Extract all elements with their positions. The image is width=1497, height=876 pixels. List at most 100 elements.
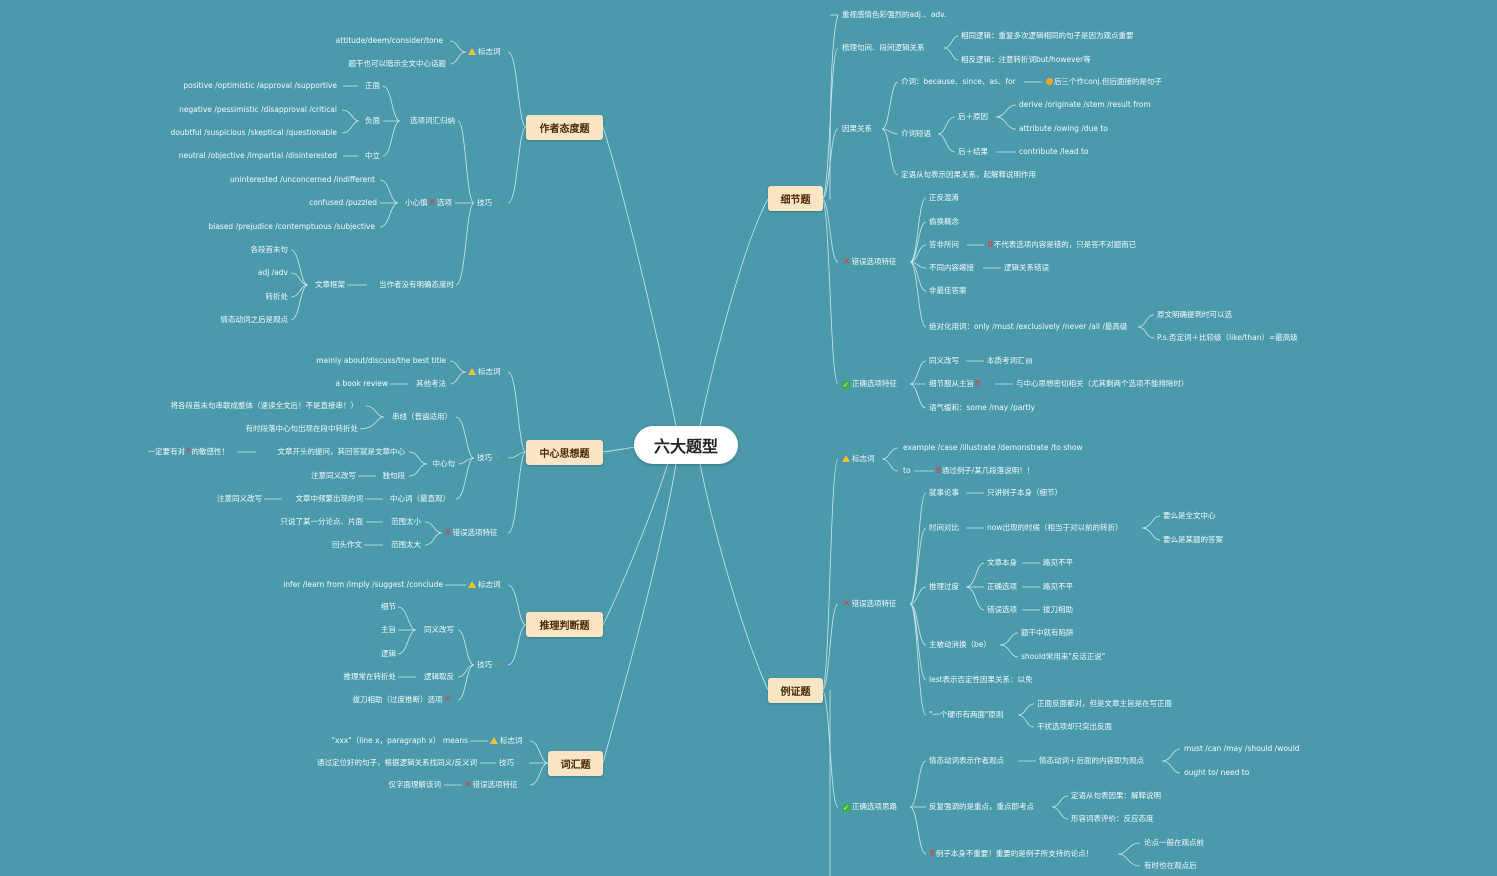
attitude-careful-words-1[interactable]: uninterested /unconcerned /indifferent (230, 175, 375, 184)
attitude-sign-node[interactable]: 标志词 (468, 47, 501, 57)
main-center-2-left[interactable]: 注意同义改写 (311, 471, 356, 480)
main-sign-node[interactable]: 标志词 (468, 367, 501, 377)
category-detail[interactable]: 细节题 (768, 186, 823, 211)
attitude-negative-words-2[interactable]: doubtful /suspicious /skeptical /questio… (170, 128, 337, 137)
example-repeat[interactable]: 反复强调的是重点，重点即考点 (929, 802, 1034, 811)
inference-sign-words[interactable]: infer /learn from /imply /suggest /concl… (283, 580, 443, 589)
example-over-item-2[interactable]: 正确选项 (987, 582, 1017, 591)
example-over[interactable]: 推理过度 (929, 582, 959, 591)
inference-turn-left[interactable]: 推理常在转折处 (343, 672, 397, 681)
detail-wrong-node[interactable]: ✕错误选项特征 (842, 257, 897, 267)
example-time-item-1[interactable]: 要么是全文中心 (1163, 511, 1216, 520)
vocab-skill-node[interactable]: 技巧☞ (499, 758, 522, 768)
main-center-1-note[interactable]: 一定要有对?的敏感性！ (148, 447, 229, 457)
detail-syn-left[interactable]: 同义改写 (929, 356, 959, 365)
example-over-item-3[interactable]: 错误选项 (987, 605, 1017, 614)
example-lest[interactable]: lest表示否定性因果关系：以免 (929, 675, 1033, 684)
detail-answer-right[interactable]: ‼不代表选项内容是错的，只是答不对题而已 (987, 240, 1136, 250)
inference-sign-node[interactable]: 标志词 (468, 580, 501, 590)
framework-item-2[interactable]: adj /adv (257, 268, 288, 277)
detail-emotion[interactable]: 重视感情色彩强烈的adj.、adv. (842, 10, 947, 19)
inference-rewrite-item-2[interactable]: 主旨 (381, 625, 396, 634)
example-modal-mid[interactable]: 情态动词＋后面的内容即为观点 (1039, 756, 1144, 765)
attitude-positive-words[interactable]: positive /optimistic /approval /supporti… (183, 81, 337, 90)
detail-syn-right[interactable]: 本质考词汇▤ (987, 356, 1033, 366)
main-center-1-mid[interactable]: 文章开头的提问，其回答就是文章中心 (277, 447, 406, 456)
attitude-negative[interactable]: 负面 (365, 116, 380, 125)
example-coin[interactable]: "一个硬币有两面"原则 (929, 710, 1004, 719)
example-repeat-item-2[interactable]: 形容词表评价：反应态度 (1071, 814, 1154, 823)
example-over-right-1[interactable]: 路见不平 (1043, 558, 1073, 567)
example-just-left[interactable]: 就事论事 (929, 488, 959, 497)
example-wrong-node[interactable]: ✕错误选项特征 (842, 599, 897, 609)
example-modal-left[interactable]: 情态动词表示作者观点 (929, 756, 1004, 765)
detail-reason-words-2[interactable]: attribute /owing /due to (1019, 124, 1108, 133)
example-time-mid[interactable]: now出现的时候（相当于对以前的转折） (987, 523, 1123, 532)
example-over-right-2[interactable]: 路见不平 (1043, 582, 1073, 591)
example-just-right[interactable]: 只讲例子本身（细节） (987, 488, 1062, 497)
category-inference[interactable]: 推理判断题 (526, 612, 603, 637)
inference-rewrite[interactable]: 同义改写 (424, 625, 454, 634)
inference-rewrite-item-3[interactable]: 逻辑 (381, 649, 396, 658)
example-ex-item-1[interactable]: 论点一般在观点前 (1144, 838, 1204, 847)
main-center-view-left[interactable]: 注意同义改写 (217, 494, 262, 503)
example-coin-item-2[interactable]: 干扰选项却只突出反面 (1037, 722, 1112, 731)
vocab-skill-text[interactable]: 通过定位好的句子，根据逻辑关系找同义/反义词 (316, 758, 477, 767)
detail-diff-right[interactable]: 逻辑关系错误 (1004, 263, 1049, 272)
framework-item-1[interactable]: 各段首末句 (250, 245, 289, 254)
detail-wrong-item-1[interactable]: 正反混淆 (929, 193, 959, 202)
inference-over[interactable]: 拔刀相助（过度推断）选项✕ (352, 695, 452, 705)
example-ex-item-2[interactable]: 有时也在观点后 (1144, 861, 1197, 870)
framework-item-4[interactable]: 情态动词之后是观点 (220, 315, 289, 324)
root-topic[interactable]: 六大题型 (634, 426, 738, 464)
main-wide-left[interactable]: 回头作文 (332, 540, 362, 549)
detail-logic-opp[interactable]: 相反逻辑：注意转折词but/however等 (961, 55, 1091, 64)
detail-not-best[interactable]: 非最佳答案 (929, 286, 967, 295)
main-sign-item-2-left[interactable]: a book review (335, 379, 388, 388)
main-wrong-node[interactable]: ✕错误选项特征 (443, 528, 498, 538)
main-center-view-mid[interactable]: 文章中频繁出现的词 (295, 494, 364, 503)
main-wide-right[interactable]: 范围太大 (391, 540, 421, 549)
detail-wrong-item-2[interactable]: 偷换概念 (929, 217, 959, 226)
attitude-no-clear[interactable]: 当作者没有明确态度时 (379, 280, 454, 289)
category-main-idea[interactable]: 中心思想题 (526, 440, 603, 465)
example-modal-item-2[interactable]: ought to/ need to (1184, 768, 1250, 777)
vocab-wrong-text[interactable]: 仅字面理解该词 (388, 780, 442, 789)
main-center[interactable]: 中心句 (432, 459, 456, 468)
attitude-careful-node[interactable]: 小心慎✕选项 (405, 198, 452, 208)
detail-tone[interactable]: 语气缓和：some /may /partly (929, 403, 1035, 412)
detail-result-words[interactable]: contribute /lead to (1019, 147, 1089, 156)
detail-after-reason[interactable]: 后＋原因 (958, 112, 988, 121)
detail-logic[interactable]: 梳理句间、段间逻辑关系 (842, 43, 925, 52)
detail-verb-phrase[interactable]: 介词短语 (901, 129, 931, 138)
example-sign-node[interactable]: 标志词 (842, 454, 875, 464)
detail-reason-words-1[interactable]: derive /originate /stem /result from (1019, 100, 1151, 109)
detail-main-left[interactable]: 细节服从主旨‼ (929, 379, 981, 389)
attitude-neutral[interactable]: 中立 (365, 151, 380, 160)
main-chain-item-1[interactable]: 将各段首末句串联成整体（速读全文后！不是直接串！） (170, 401, 359, 410)
detail-answer-left[interactable]: 答非所问 (929, 240, 959, 249)
attitude-sign-item-1[interactable]: attitude/deem/consider/tone (335, 36, 443, 45)
attitude-neutral-words[interactable]: neutral /objective /impartial /disintere… (178, 151, 337, 160)
attitude-careful-words-3[interactable]: biased /prejudice /contemptuous /subject… (208, 222, 375, 231)
attitude-negative-words-1[interactable]: negative /pessimistic /disapproval /crit… (179, 105, 337, 114)
attitude-options-summary[interactable]: 选项词汇归纳 (410, 116, 455, 125)
example-time[interactable]: 时间对比 (929, 523, 959, 532)
main-chain-item-2[interactable]: 有时段落中心句出现在段中转折处 (245, 424, 359, 433)
vocab-sign-node[interactable]: 标志词 (490, 736, 523, 746)
example-time-item-2[interactable]: 要么是某题的答案 (1163, 535, 1223, 544)
detail-abs-2[interactable]: P.s.否定词＋比较级（like/than）=最高级 (1157, 333, 1298, 342)
attitude-careful-words-2[interactable]: confused /puzzled (309, 198, 377, 207)
vocab-sign-words[interactable]: "xxx"（line x，paragraph x） means (331, 736, 468, 745)
category-attitude[interactable]: 作者态度题 (526, 115, 603, 140)
detail-main-right[interactable]: 与中心思想密切相关（尤其剩两个选项不能排除时） (1016, 379, 1189, 388)
main-chain[interactable]: 串线（普遍适用） (392, 412, 452, 421)
detail-conj[interactable]: 介词：because、since、as、for (901, 77, 1016, 86)
main-sign-item-1[interactable]: mainly about/discuss/the best title (316, 356, 446, 365)
detail-correct-node[interactable]: ✓正确选项特征 (842, 379, 897, 389)
example-passive[interactable]: 主被动消换（be） (929, 640, 991, 649)
example-not-important[interactable]: ‼例子本身不重要！重要的是例子所支持的论点！ (929, 849, 1093, 859)
inference-skill-node[interactable]: 技巧☞ (477, 660, 500, 670)
vocab-wrong-node[interactable]: ✕错误选项特征 (463, 780, 518, 790)
detail-after-result[interactable]: 后＋结果 (958, 147, 988, 156)
